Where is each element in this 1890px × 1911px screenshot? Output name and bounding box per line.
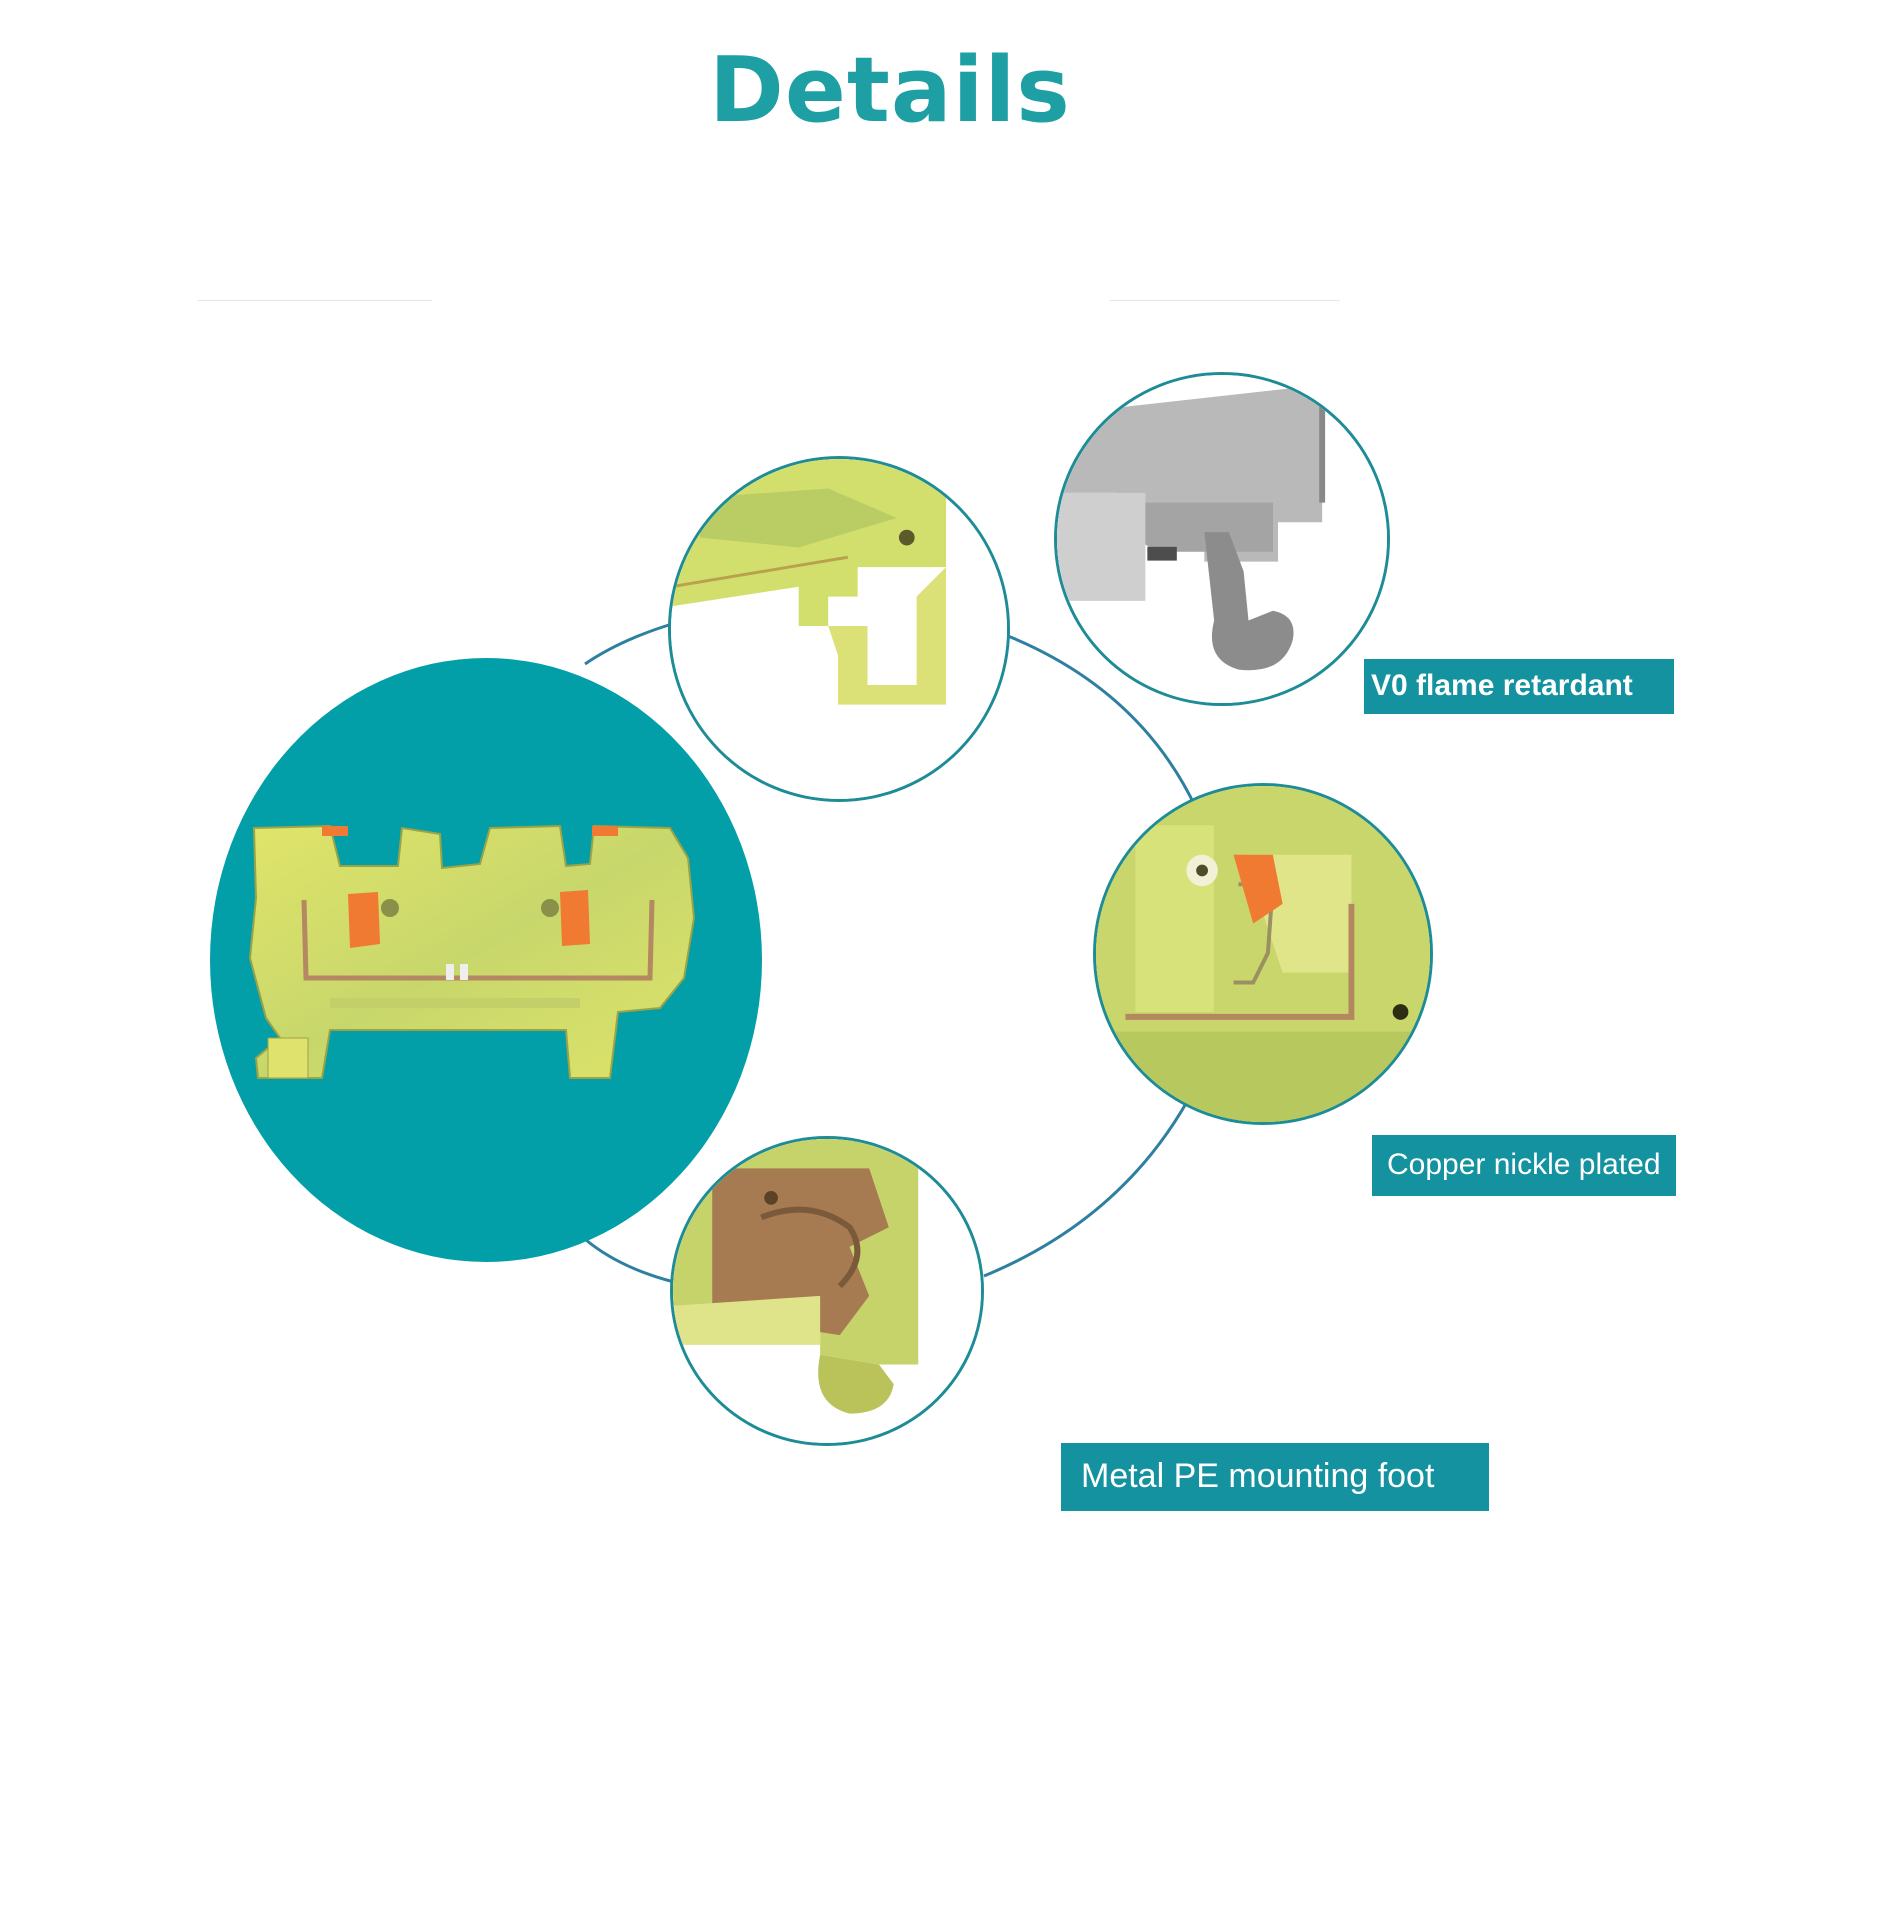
terminal-block-photo [248, 824, 696, 1079]
connector-copper-to-mount [983, 1099, 1190, 1278]
main-product-circle [210, 658, 762, 1262]
spring-clamp-closeup [1096, 786, 1430, 1122]
mounting-foot-closeup [671, 459, 1007, 799]
detail-circle-copper [1093, 783, 1433, 1125]
label-flame-retardant: V0 flame retardant [1364, 659, 1674, 714]
label-copper-nickle-plated: Copper nickle plated [1372, 1135, 1676, 1196]
detail-circle-flame [1054, 372, 1390, 706]
connector-main-to-mount [585, 1238, 675, 1284]
copper-foot-closeup [673, 1139, 981, 1443]
connector-top-to-copper [1007, 634, 1198, 809]
detail-circle-top [668, 456, 1010, 802]
divider-right [1110, 300, 1340, 301]
divider-left [198, 300, 432, 301]
detail-circle-mount [670, 1136, 984, 1446]
grey-housing-closeup [1057, 375, 1387, 703]
label-metal-pe-mounting-foot: Metal PE mounting foot [1061, 1443, 1489, 1511]
page-title: Details [709, 38, 1071, 143]
connector-main-to-top [584, 622, 673, 666]
